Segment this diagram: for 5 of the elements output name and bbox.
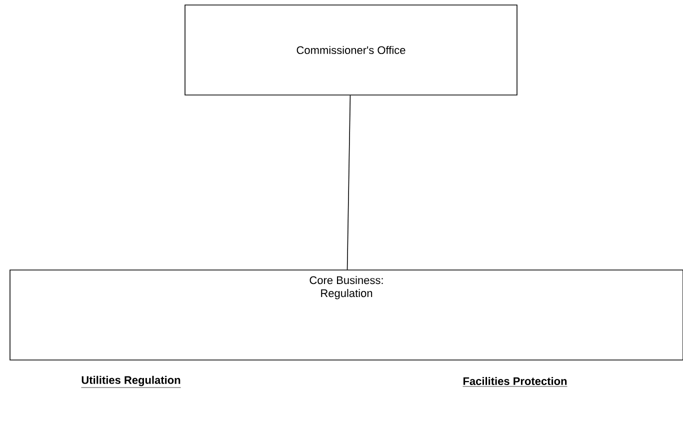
section-heading: Utilities Regulation [81,376,182,388]
org-box: Core Business: Regulation [10,270,683,360]
org-box: Commissioner's Office [184,4,518,96]
section-heading: Facilities Protection [462,376,568,387]
connector-line [346,95,351,270]
